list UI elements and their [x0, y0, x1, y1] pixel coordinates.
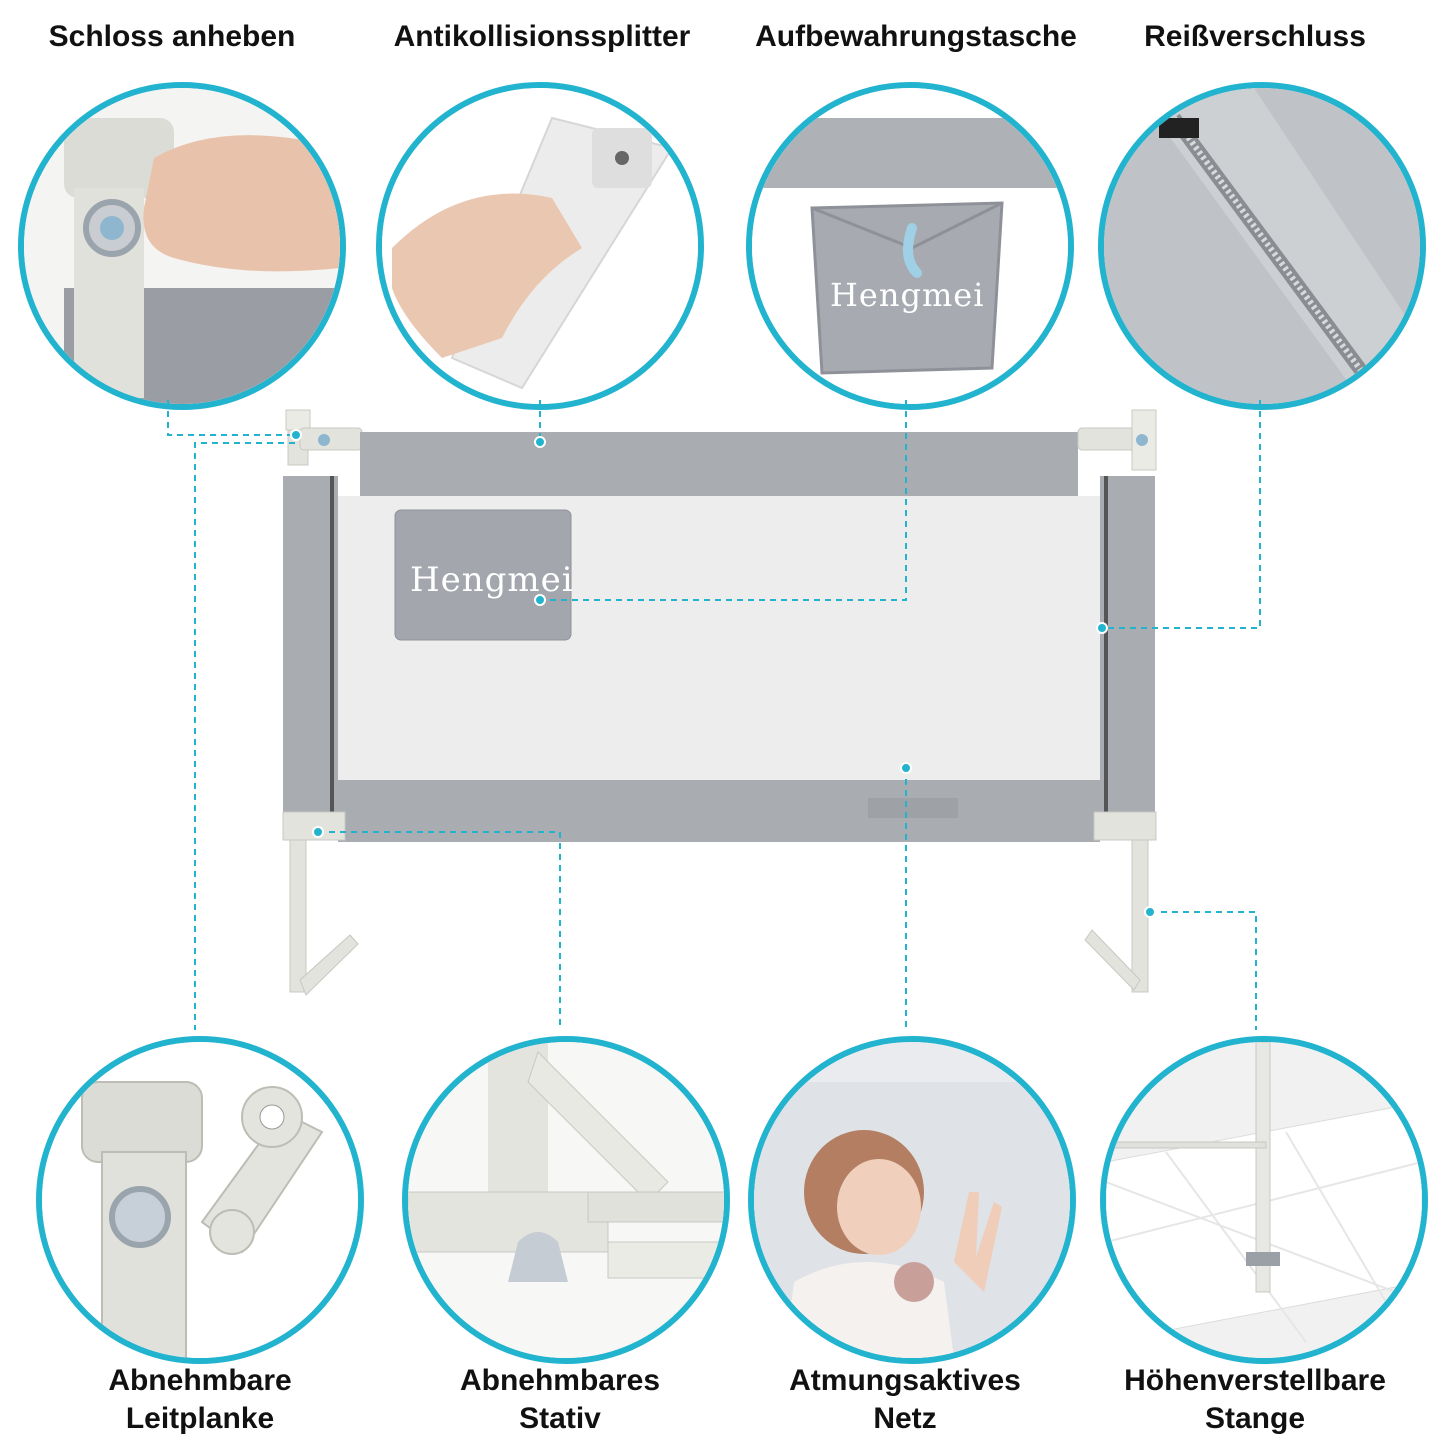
zipper-icon	[1098, 82, 1426, 410]
rail-brand: Hengmei	[410, 560, 574, 600]
label-line-1: Höhenverstellbare	[1124, 1364, 1386, 1397]
label-schloss-anheben: Schloss anheben	[48, 20, 296, 53]
stand-hinge-icon	[402, 1036, 730, 1364]
label-line-2: Stange	[1204, 1402, 1306, 1435]
label-reissverschluss: Reißverschluss	[1144, 20, 1366, 53]
label-abnehmbares-stativ: Abnehmbares Stativ	[400, 1362, 720, 1438]
pocket-brand: Hengmei	[830, 276, 985, 314]
child-mesh-icon	[748, 1036, 1076, 1364]
label-line-2: Netz	[873, 1402, 937, 1435]
foam-padding-icon	[376, 82, 704, 410]
guardrail-joint-icon	[36, 1036, 364, 1364]
storage-pocket-icon: Hengmei	[746, 82, 1074, 410]
label-line-2: Leitplanke	[125, 1402, 275, 1435]
label-line-1: Abnehmbare	[108, 1364, 292, 1397]
label-antikollisionssplitter: Antikollisionssplitter	[393, 20, 691, 53]
label-hoehenverstellbare-stange: Höhenverstellbare Stange	[1085, 1362, 1425, 1438]
label-line-2: Stativ	[519, 1402, 601, 1435]
height-pole-icon	[1100, 1036, 1428, 1364]
label-line-1: Abnehmbares	[459, 1364, 661, 1397]
hand-lock-icon	[18, 82, 346, 410]
label-atmungsaktives-netz: Atmungsaktives Netz	[745, 1362, 1065, 1438]
label-line-1: Atmungsaktives	[789, 1364, 1021, 1397]
label-aufbewahrungstasche: Aufbewahrungstasche	[755, 20, 1077, 53]
label-abnehmbare-leitplanke: Abnehmbare Leitplanke	[40, 1362, 360, 1438]
